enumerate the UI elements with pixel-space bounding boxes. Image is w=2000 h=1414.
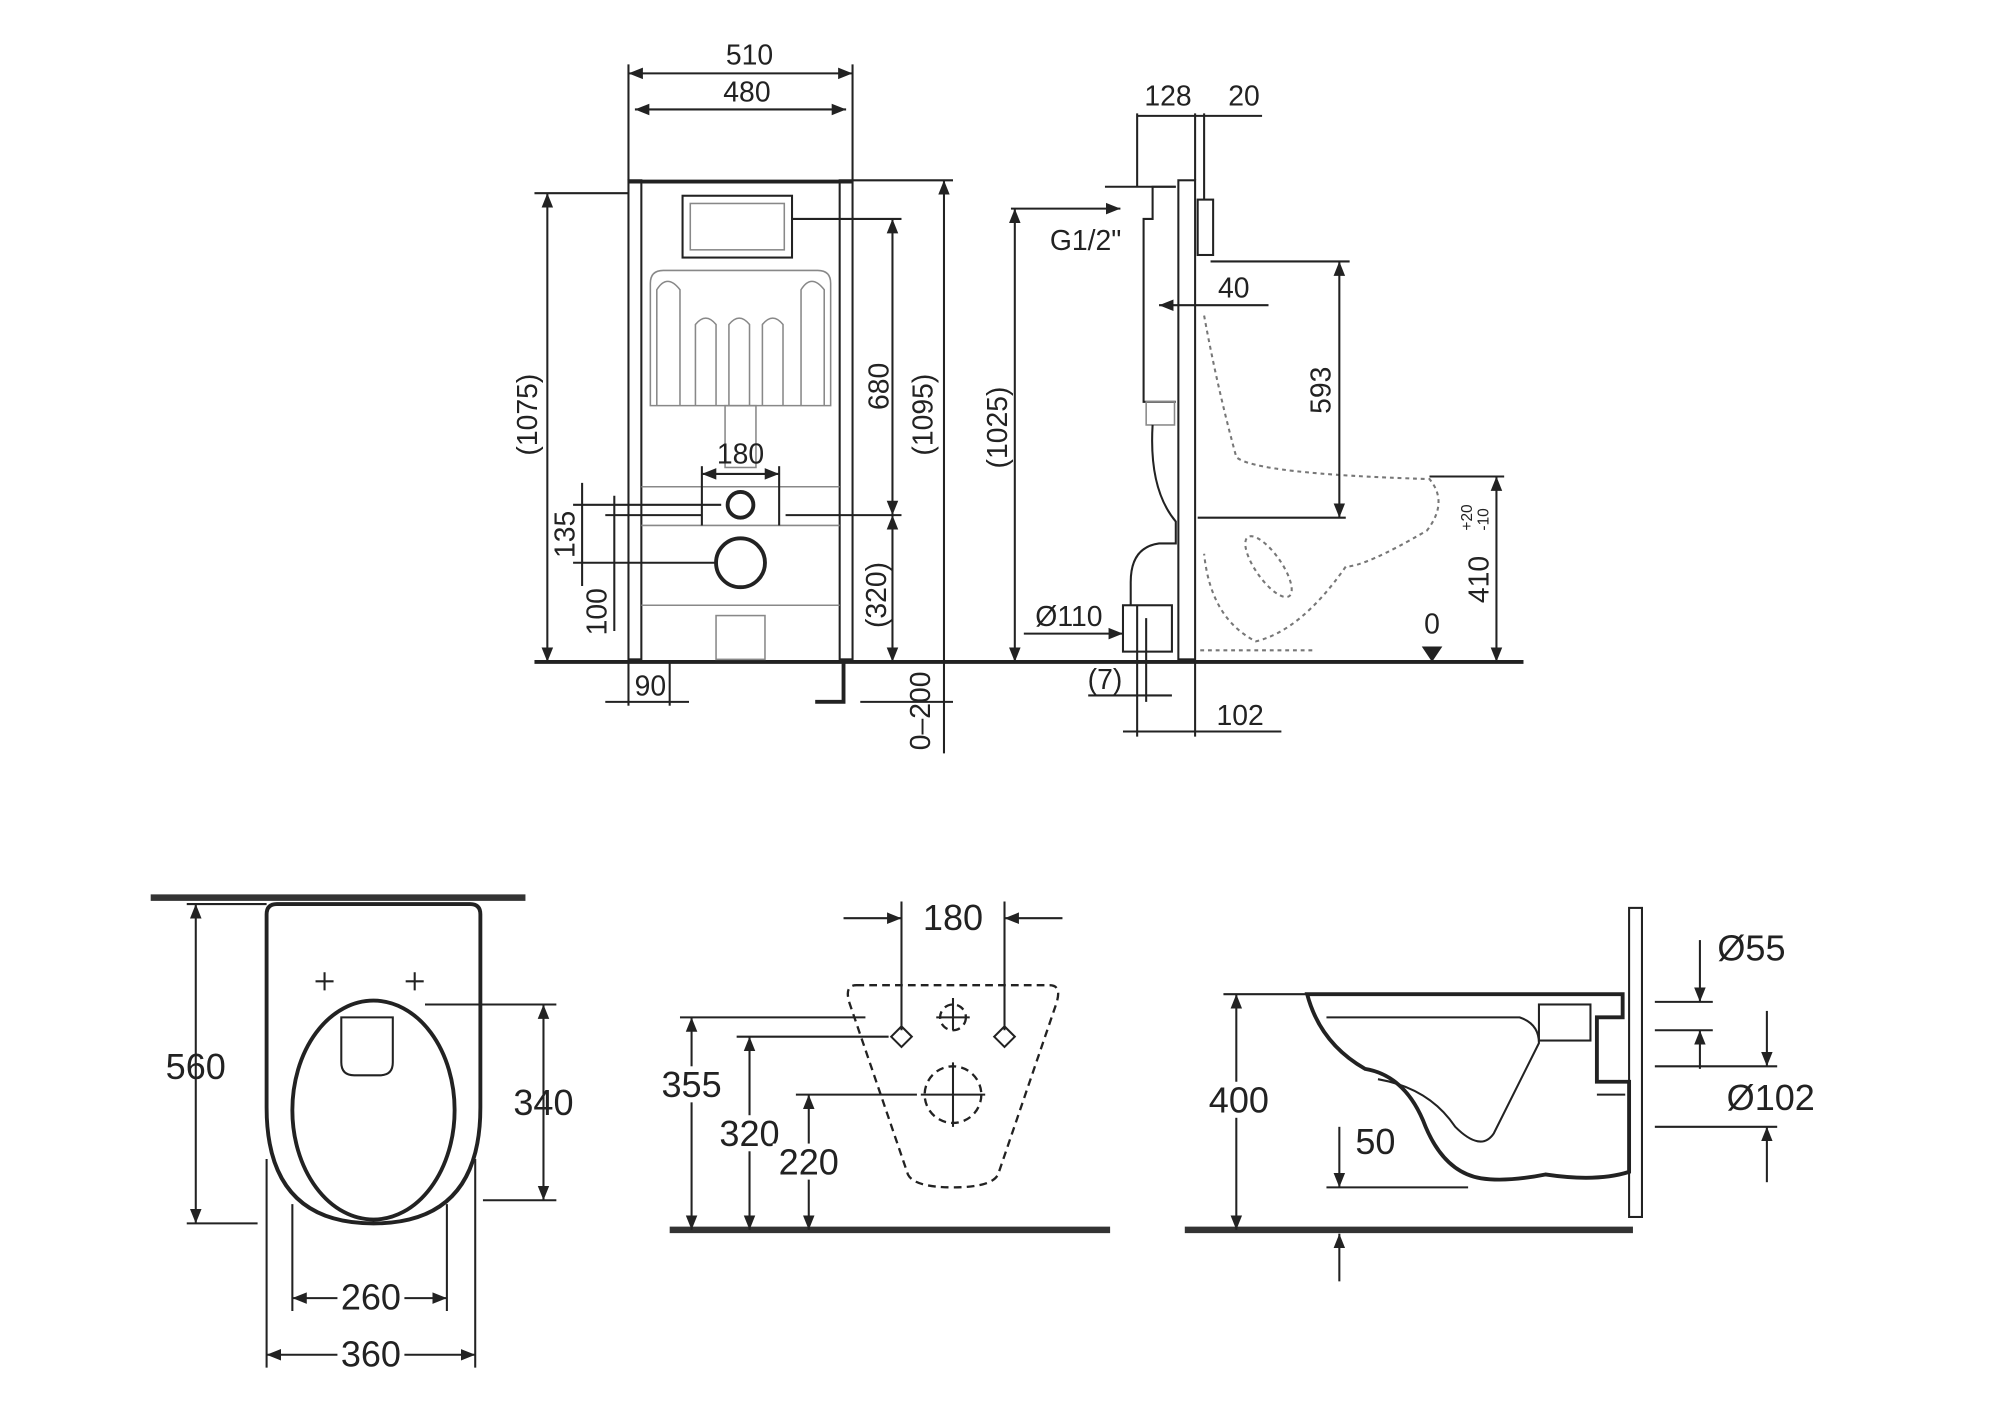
cistern <box>649 269 832 407</box>
bowl-top-view: 560 340 260 360 <box>150 894 574 1374</box>
frame-post-right <box>838 179 854 661</box>
dim-drain-offset: 100 <box>582 588 614 635</box>
floor-mark-icon <box>1421 646 1443 662</box>
dim-height-total: (1075) <box>512 374 544 456</box>
dim-flush-to-bolt: 593 <box>1305 367 1337 414</box>
frame-side-view: 128 20 G1/2" (1025) 40 593 410 +20 -10 0… <box>982 81 1505 737</box>
dim-inlet-height: (1025) <box>982 387 1014 469</box>
dim-wc-offset: 40 <box>1218 272 1250 304</box>
dim-width-inner: 480 <box>723 77 770 109</box>
bowl-side-view: 400 50 Ø55 Ø102 <box>1184 906 1815 1282</box>
frame-side-post <box>1177 179 1197 661</box>
dim-drain-distance: 102 <box>1217 700 1264 732</box>
dim-bowl-height: 400 <box>1209 1080 1269 1121</box>
bolt-hole-icon <box>889 998 1017 1127</box>
dim-height-a: 355 <box>661 1064 721 1105</box>
frame-post-left <box>627 179 643 661</box>
dim-height-c: 220 <box>779 1141 839 1182</box>
dim-drain-height: (320) <box>861 562 893 628</box>
dim-foot-adjust: 0–200 <box>905 671 937 750</box>
dim-seat-height: 410 <box>1464 556 1496 603</box>
dim-height-max: (1095) <box>907 374 939 456</box>
bolt-hole-icon <box>315 972 424 991</box>
dim-wall-thickness: 20 <box>1228 81 1260 113</box>
flush-plate <box>681 194 794 259</box>
dim-outlet-diameter: Ø102 <box>1727 1077 1815 1118</box>
seat-outline <box>290 998 457 1222</box>
floor-mark-label: 0 <box>1424 609 1440 641</box>
bowl-rear-view: 180 355 320 220 <box>656 897 1111 1234</box>
dim-inlet-diameter: Ø55 <box>1717 928 1785 969</box>
dim-drain-gap: (7) <box>1088 664 1123 696</box>
dim-seat-length: 340 <box>513 1082 573 1123</box>
dim-bolt-spacing: 180 <box>717 439 764 471</box>
wc-bowl-outline <box>1203 315 1440 643</box>
dim-seat-width: 260 <box>341 1277 401 1318</box>
mounting-template-outline <box>846 984 1060 1189</box>
dim-seat-tol-minus: -10 <box>1476 508 1493 530</box>
label-water-connection: G1/2" <box>1050 225 1121 257</box>
dim-foot-width: 90 <box>635 670 667 702</box>
dim-drain-diameter: Ø110 <box>1035 601 1102 633</box>
bowl-outline <box>264 902 483 1226</box>
dim-bowl-width: 360 <box>341 1333 401 1374</box>
dim-rear-bolt-spacing: 180 <box>923 897 983 938</box>
dim-height-b: 320 <box>719 1113 779 1154</box>
dim-bowl-length: 560 <box>166 1046 226 1087</box>
dim-bowl-offset: 50 <box>1355 1121 1395 1162</box>
bowl-side-outline <box>1304 992 1632 1182</box>
dim-width-outer: 510 <box>726 39 773 71</box>
inlet-pipe <box>725 490 756 520</box>
wall-section <box>1628 906 1643 1218</box>
drain-pipe <box>714 536 767 590</box>
dim-flush-height: 680 <box>864 363 896 410</box>
dim-depth: 128 <box>1144 81 1191 113</box>
frame-front-view: 510 480 (1075) 680 (1095) (320) 180 135 … <box>512 39 1524 754</box>
dim-inlet-offset: 135 <box>549 511 581 558</box>
dim-seat-tol-plus: +20 <box>1459 504 1476 530</box>
